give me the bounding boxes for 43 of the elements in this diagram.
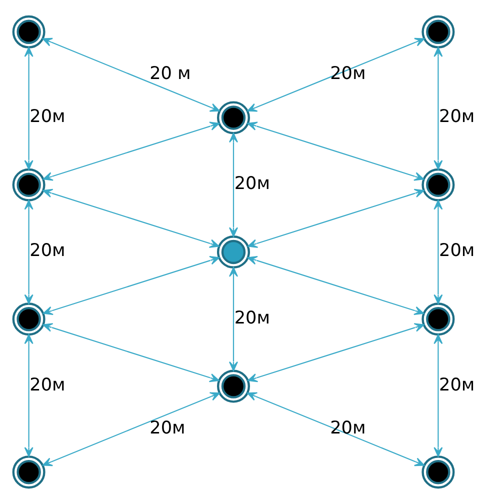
edge-label: 20м bbox=[438, 106, 474, 127]
edge-label: 20м bbox=[234, 174, 270, 194]
arrow bbox=[42, 188, 219, 248]
node-circle bbox=[12, 168, 45, 202]
arrow bbox=[42, 256, 220, 316]
arrow bbox=[247, 188, 424, 248]
edge-label: 20м bbox=[438, 241, 474, 262]
node-circle bbox=[216, 101, 250, 134]
edge-label: 20м bbox=[149, 418, 185, 438]
arrow bbox=[24, 47, 33, 170]
node-circle bbox=[12, 15, 45, 48]
arrow bbox=[42, 38, 220, 112]
arrow bbox=[433, 334, 442, 457]
arrow bbox=[246, 256, 424, 316]
arrow bbox=[24, 200, 33, 304]
node-circle bbox=[421, 168, 454, 202]
node-circle bbox=[216, 370, 250, 403]
arrow bbox=[246, 122, 424, 181]
edge-label: 20м bbox=[438, 375, 474, 396]
node-circle bbox=[12, 302, 45, 336]
edge-label: 20м bbox=[29, 375, 65, 396]
arrow bbox=[433, 47, 442, 170]
edge-label: 20м bbox=[330, 64, 366, 84]
arrow bbox=[24, 334, 33, 457]
arrow bbox=[247, 323, 424, 382]
edge-label: 20м bbox=[234, 308, 270, 328]
node-circle bbox=[421, 15, 454, 48]
edge-label: 20 м bbox=[149, 64, 190, 84]
edge-label: 20м bbox=[330, 418, 366, 438]
arrow bbox=[42, 122, 220, 181]
node-circle bbox=[12, 456, 45, 489]
edge-label: 20м bbox=[29, 241, 65, 262]
node-circle bbox=[421, 302, 454, 336]
arrow bbox=[246, 38, 424, 112]
node-circle bbox=[421, 456, 454, 489]
edge-label: 20м bbox=[29, 106, 65, 127]
arrow bbox=[42, 392, 220, 466]
node-circle bbox=[216, 236, 250, 268]
arrow bbox=[228, 132, 238, 237]
arrow bbox=[42, 323, 219, 382]
arrow bbox=[246, 392, 424, 466]
arrow bbox=[228, 267, 238, 372]
arrow bbox=[433, 200, 442, 304]
